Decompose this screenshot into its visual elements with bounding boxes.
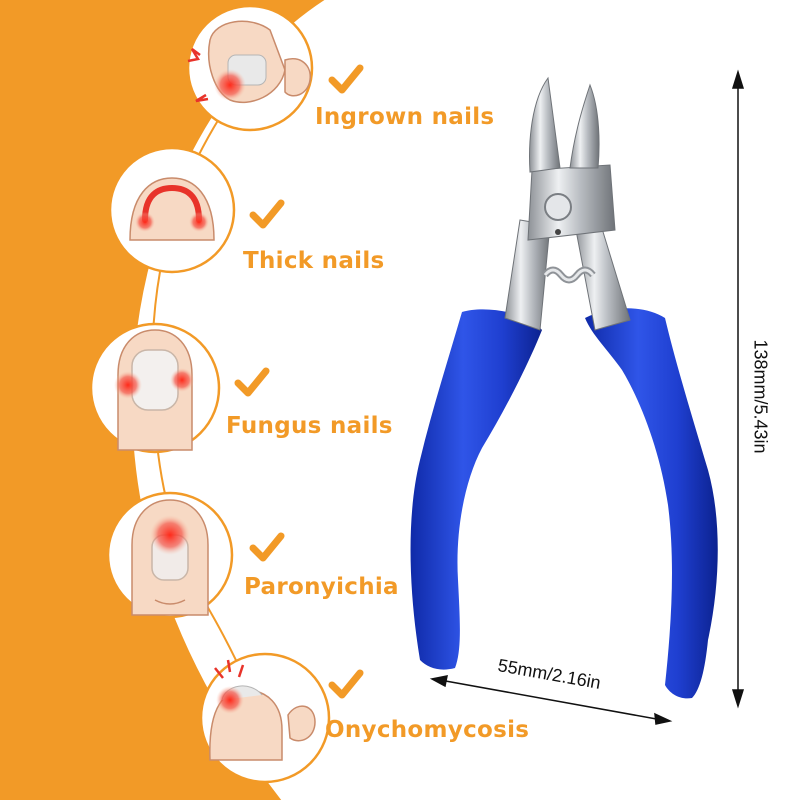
fungus-nail-icon <box>89 322 221 454</box>
thick-nail-icon <box>108 146 236 274</box>
nail-nipper-pliers-icon <box>410 76 718 699</box>
height-dimension-arrow <box>731 69 745 709</box>
feature-label-ingrown-nails: Ingrown nails <box>315 104 495 130</box>
checkmark-icon <box>328 669 364 699</box>
ingrown-toenail-icon <box>186 4 314 132</box>
feature-label-fungus-nails: Fungus nails <box>226 413 393 439</box>
height-dimension-label: 138mm/5.43in <box>750 339 771 454</box>
orange-arc-background <box>0 0 330 800</box>
checkmark-icon <box>234 367 270 397</box>
checkmark-icon <box>328 64 364 94</box>
paronychia-finger-icon <box>106 491 234 619</box>
checkmark-icon <box>249 199 285 229</box>
checkmark-icon <box>249 532 285 562</box>
width-dimension-arrow <box>429 675 673 725</box>
feature-label-thick-nails: Thick nails <box>243 248 385 274</box>
feature-label-onychomycosis: Onychomycosis <box>325 717 530 743</box>
onychomycosis-toe-icon <box>199 652 331 784</box>
feature-label-paronyichia: Paronyichia <box>244 574 399 600</box>
